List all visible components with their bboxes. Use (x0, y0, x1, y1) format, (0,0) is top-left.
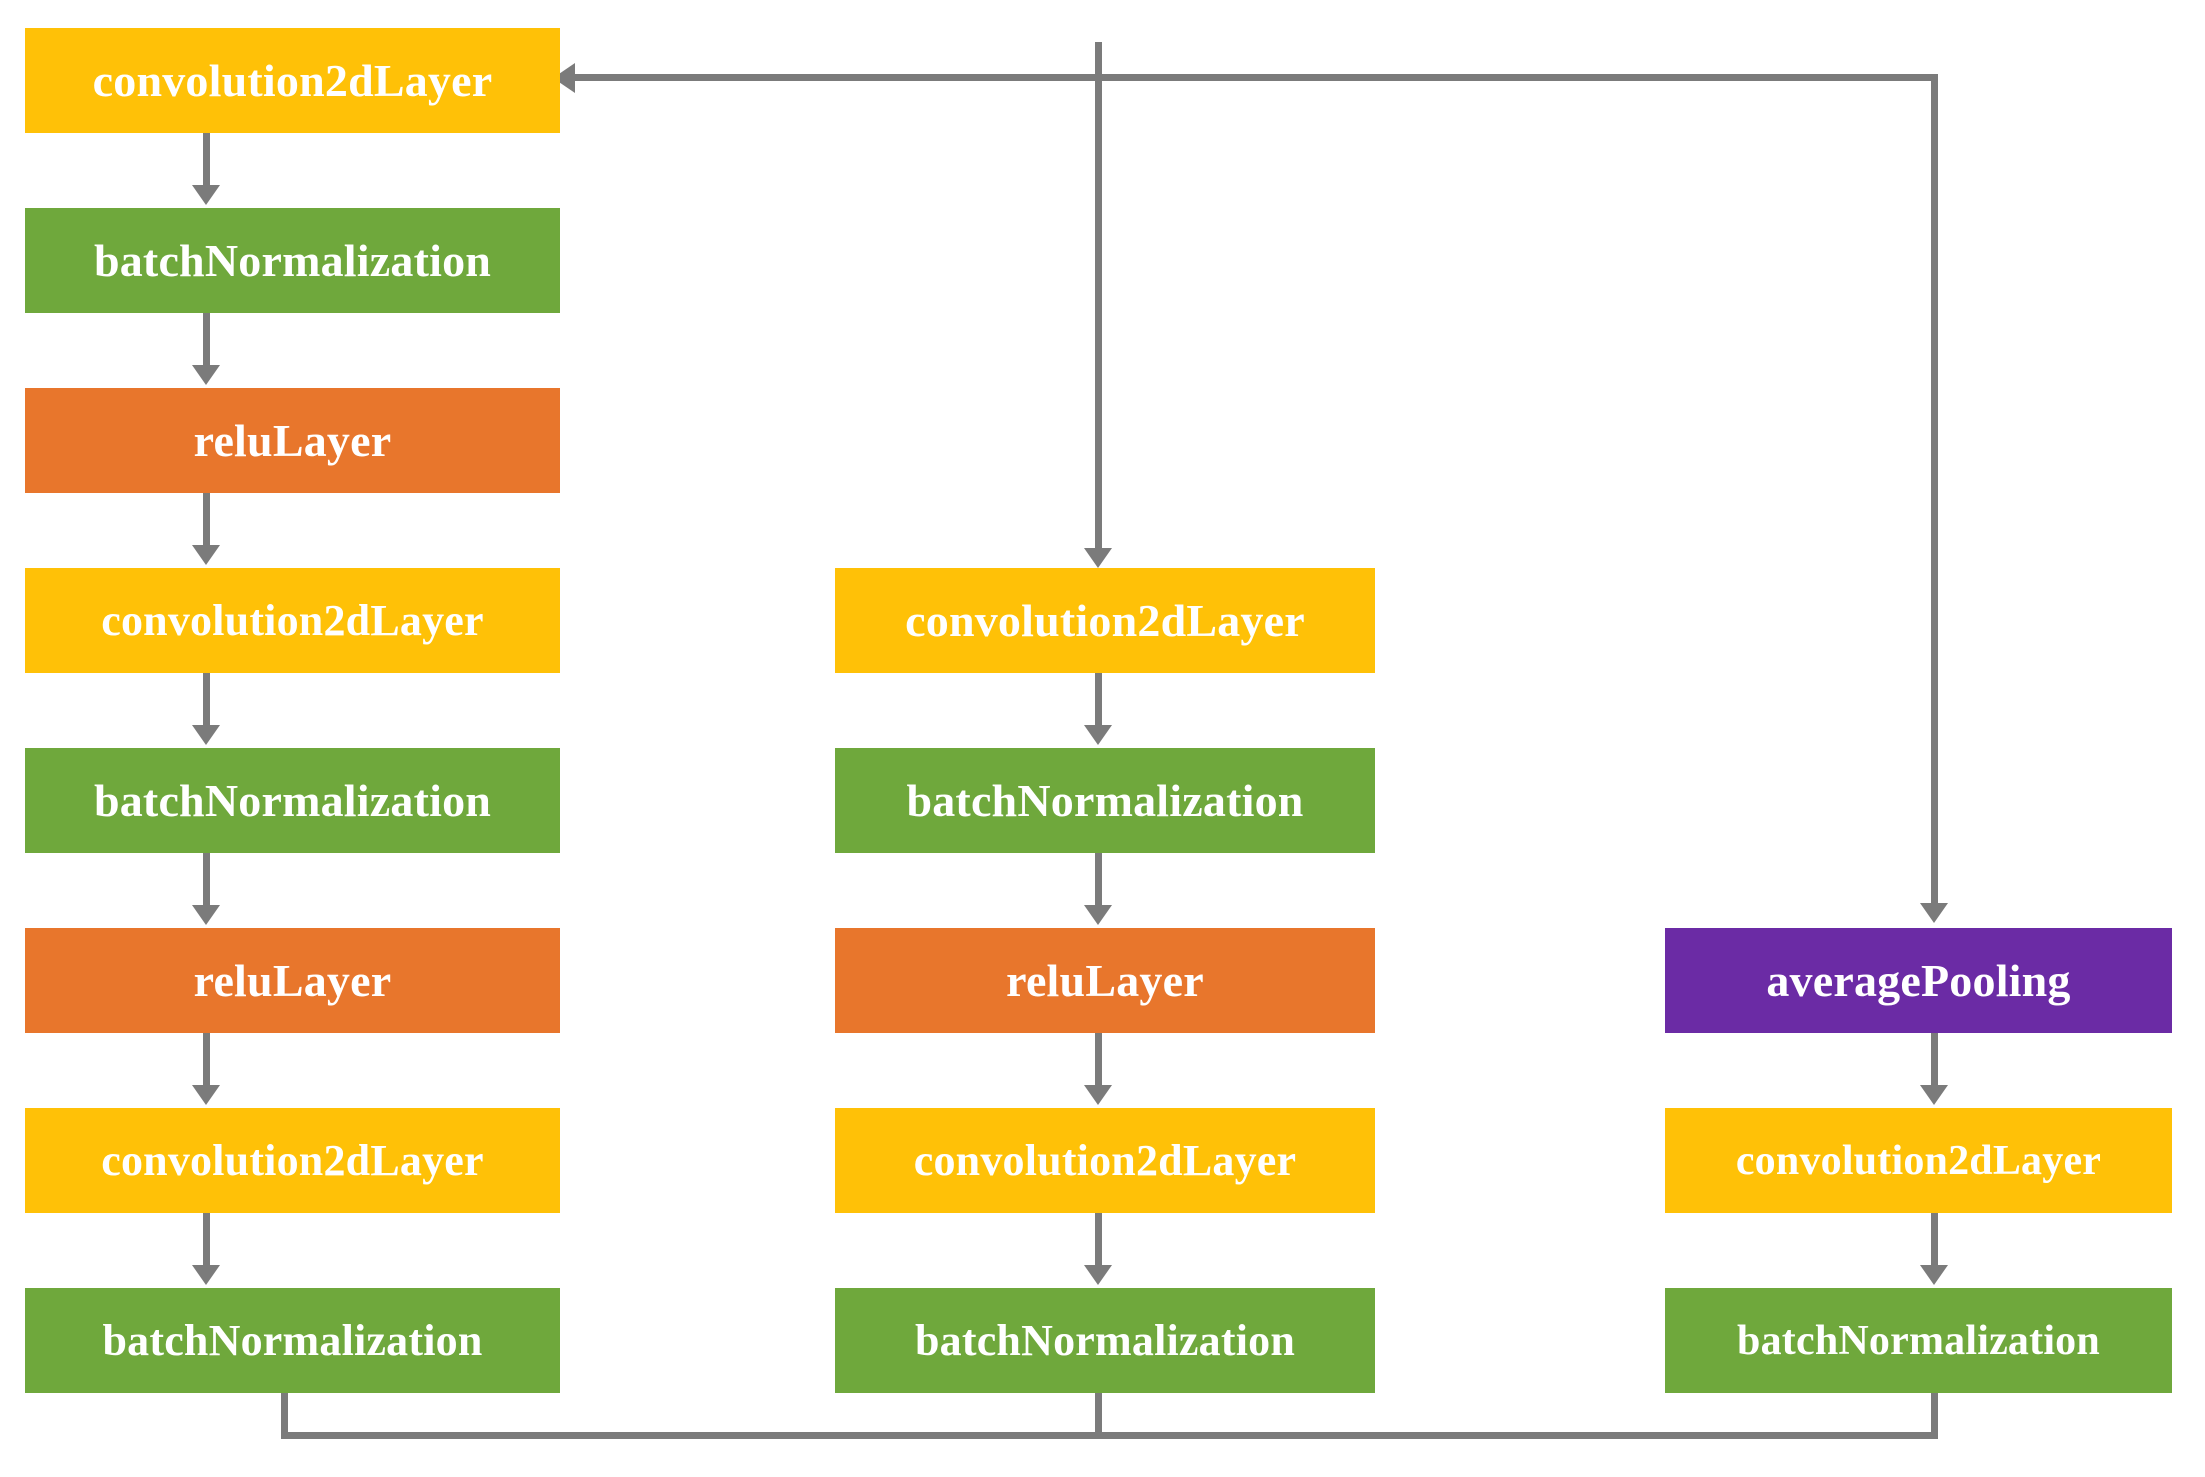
node-left-relu-2[interactable]: reluLayer (25, 928, 560, 1033)
node-label: batchNormalization (1737, 1317, 2100, 1364)
node-label: reluLayer (1006, 954, 1204, 1006)
node-label: convolution2dLayer (92, 54, 493, 106)
arrow-into-middle-conv1 (1084, 548, 1112, 568)
arrow-middle-4-5 (1084, 905, 1112, 925)
node-left-batchnorm-3[interactable]: batchNormalization (25, 1288, 560, 1393)
node-label: reluLayer (193, 954, 392, 1006)
merge-stub-middle (1095, 1393, 1102, 1439)
node-label: batchNormalization (93, 234, 492, 286)
node-middle-conv2d-1[interactable]: convolution2dLayer (835, 568, 1375, 673)
edge-left-3-4 (203, 673, 210, 730)
merge-bottom-horizontal (281, 1432, 1938, 1439)
edge-left-4-5 (203, 853, 210, 910)
node-middle-relu-1[interactable]: reluLayer (835, 928, 1375, 1033)
arrow-middle-3-4 (1084, 725, 1112, 745)
arrow-left-6-7 (192, 1265, 220, 1285)
edge-right-5-6 (1931, 1033, 1938, 1090)
arrow-left-5-6 (192, 1085, 220, 1105)
node-right-batchnorm-1[interactable]: batchNormalization (1665, 1288, 2172, 1393)
node-label: convolution2dLayer (101, 1135, 484, 1185)
node-left-conv2d-2[interactable]: convolution2dLayer (25, 568, 560, 673)
skip-connection-top-horizontal (570, 74, 1938, 81)
node-label: averagePooling (1766, 954, 2071, 1006)
merge-stub-right (1931, 1393, 1938, 1439)
arrow-right-6-7 (1920, 1265, 1948, 1285)
arrow-left-4-5 (192, 905, 220, 925)
node-label: batchNormalization (102, 1315, 483, 1365)
node-label: convolution2dLayer (101, 595, 484, 645)
arrow-left-2-3 (192, 545, 220, 565)
edge-right-6-7 (1931, 1213, 1938, 1270)
node-right-conv2d-1[interactable]: convolution2dLayer (1665, 1108, 2172, 1213)
edge-middle-5-6 (1095, 1033, 1102, 1090)
node-label: batchNormalization (914, 1315, 1295, 1365)
edge-middle-3-4 (1095, 673, 1102, 730)
arrow-left-3-4 (192, 725, 220, 745)
node-label: batchNormalization (906, 774, 1304, 826)
edge-left-1-2 (203, 313, 210, 370)
arrow-middle-5-6 (1084, 1085, 1112, 1105)
edge-left-5-6 (203, 1033, 210, 1090)
node-left-batchnorm-1[interactable]: batchNormalization (25, 208, 560, 313)
skip-connection-right-vertical (1931, 74, 1938, 912)
edge-left-2-3 (203, 493, 210, 550)
edge-middle-4-5 (1095, 853, 1102, 910)
edge-middle-6-7 (1095, 1213, 1102, 1270)
node-label: convolution2dLayer (913, 1135, 1297, 1185)
node-middle-conv2d-2[interactable]: convolution2dLayer (835, 1108, 1375, 1213)
arrow-left-0-1 (192, 185, 220, 205)
node-label: convolution2dLayer (1735, 1137, 2102, 1184)
arrow-middle-6-7 (1084, 1265, 1112, 1285)
edge-left-6-7 (203, 1213, 210, 1270)
node-label: batchNormalization (93, 774, 492, 826)
node-middle-batchnorm-1[interactable]: batchNormalization (835, 748, 1375, 853)
node-right-averagepooling[interactable]: averagePooling (1665, 928, 2172, 1033)
node-left-batchnorm-2[interactable]: batchNormalization (25, 748, 560, 853)
merge-stub-left (281, 1393, 288, 1439)
input-bus-vertical (1095, 42, 1102, 557)
arrow-right-5-6 (1920, 1085, 1948, 1105)
arrow-left-1-2 (192, 365, 220, 385)
edge-left-0-1 (203, 133, 210, 190)
arrow-into-average-pooling (1920, 903, 1948, 923)
node-label: reluLayer (193, 414, 392, 466)
node-left-relu-1[interactable]: reluLayer (25, 388, 560, 493)
node-label: convolution2dLayer (905, 594, 1305, 646)
node-left-conv2d-3[interactable]: convolution2dLayer (25, 1108, 560, 1213)
node-left-conv2d-1[interactable]: convolution2dLayer (25, 28, 560, 133)
node-middle-batchnorm-2[interactable]: batchNormalization (835, 1288, 1375, 1393)
